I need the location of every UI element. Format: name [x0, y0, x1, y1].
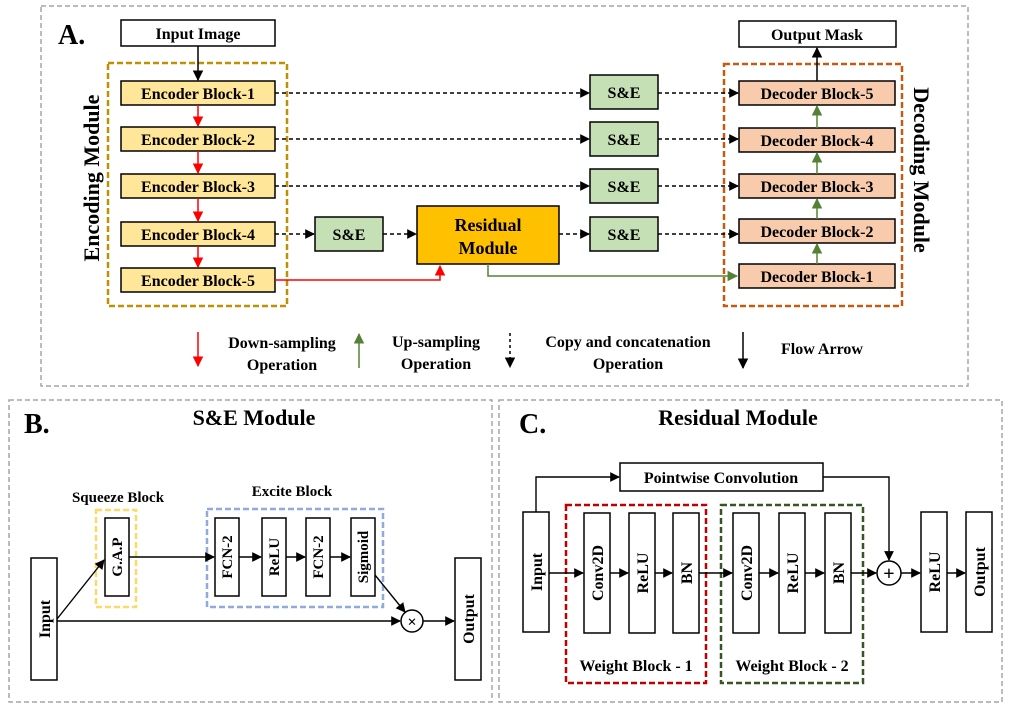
se-box-encoder4-label: S&E — [333, 227, 366, 244]
decoder-block-1-label: Decoder Block-1 — [760, 269, 873, 286]
decoder-block-2-label: Decoder Block-2 — [760, 224, 873, 241]
se-box-3-label: S&E — [608, 179, 641, 196]
panel-c-title: Residual Module — [658, 405, 818, 430]
fcn1-box — [214, 517, 240, 597]
panel-b-title: S&E Module — [193, 405, 316, 430]
legend-up-line2: Operation — [401, 356, 471, 373]
res-input-box — [522, 511, 550, 633]
wb1-conv2d-box — [583, 512, 611, 634]
se-box-4-label: S&E — [608, 227, 641, 244]
wb1-relu-box — [628, 512, 656, 634]
sigmoid-box — [350, 517, 376, 597]
wb2-relu-label: ReLU — [785, 552, 802, 593]
weight-block-1-label: Weight Block - 1 — [579, 658, 692, 675]
panel-c-frame — [498, 399, 1003, 703]
residual-module-line1: Residual — [454, 215, 521, 235]
wb2-conv2d-label: Conv2D — [739, 545, 756, 601]
res-input-label: Input — [529, 552, 546, 591]
encoder-block-5-label: Encoder Block-5 — [141, 273, 255, 290]
res-arrow-input-to-pointwise — [535, 472, 620, 512]
se-arrow-input-to-gap — [56, 559, 105, 620]
se-box-encoder4 — [314, 216, 384, 252]
decoder-block-1 — [738, 263, 896, 289]
se-box-3 — [589, 168, 659, 204]
panel-a-frame — [40, 5, 969, 387]
fcn2-label: FCN-2 — [311, 535, 327, 578]
legend-down-line2: Operation — [247, 357, 317, 374]
legend-up-line1: Up-sampling — [392, 334, 480, 351]
decoder-block-5-label: Decoder Block-5 — [760, 86, 873, 103]
relu-label-b: ReLU — [267, 538, 283, 576]
encoder-block-5 — [120, 267, 276, 293]
encoder-block-1 — [120, 80, 276, 106]
squeeze-block-label: Squeeze Block — [72, 490, 165, 506]
res-arrow-pointwise-to-add — [823, 476, 894, 561]
fcn2-box — [305, 517, 331, 597]
output-mask-box — [738, 20, 897, 48]
fcn1-label: FCN-2 — [220, 535, 236, 578]
se-box-2 — [589, 121, 659, 157]
wb1-bn-label: BN — [679, 561, 696, 584]
se-box-2-label: S&E — [608, 132, 641, 149]
panel-b-letter: B. — [24, 409, 50, 440]
weight-block-2-frame — [719, 503, 865, 685]
decoding-module-frame — [722, 62, 904, 308]
residual-module-box — [416, 205, 560, 265]
res-output-box — [965, 511, 993, 633]
se-output-box — [454, 557, 482, 681]
legend-copy-line2: Operation — [593, 356, 663, 373]
res-relu-label: ReLU — [927, 551, 944, 592]
res-output-label: Output — [972, 546, 989, 596]
residual-module-line2: Module — [458, 238, 517, 258]
weight-block-1-frame — [564, 503, 708, 685]
wb2-bn-label: BN — [831, 561, 848, 584]
se-box-1-label: S&E — [608, 85, 641, 102]
up-arrow-residual-to-dec1 — [487, 264, 739, 282]
se-box-4 — [589, 216, 659, 252]
panel-a-letter: A. — [58, 20, 85, 51]
res-relu-box — [920, 511, 948, 633]
wb1-conv2d-label: Conv2D — [590, 545, 607, 601]
excite-block-label: Excite Block — [252, 484, 333, 500]
encoding-module-label: Encoding Module — [79, 94, 104, 261]
decoder-block-4-label: Decoder Block-4 — [760, 133, 873, 150]
pointwise-conv-label: Pointwise Convolution — [644, 470, 798, 487]
legend-copy-line1: Copy and concatenation — [545, 334, 710, 351]
wb1-relu-label: ReLU — [635, 552, 652, 593]
decoder-block-2 — [738, 218, 896, 244]
gap-label: G.A.P — [110, 537, 126, 576]
encoder-block-1-label: Encoder Block-1 — [141, 86, 255, 103]
encoding-module-frame — [106, 61, 289, 308]
decoder-block-5 — [738, 80, 896, 106]
se-input-box — [30, 557, 58, 681]
se-box-1 — [589, 74, 659, 110]
multiply-symbol: × — [407, 614, 416, 631]
panel-c-letter: C. — [519, 409, 546, 440]
se-output-label: Output — [461, 593, 478, 643]
down-arrow-enc5-to-residual — [275, 264, 446, 281]
squeeze-block-frame — [94, 508, 138, 609]
legend-flow-label: Flow Arrow — [781, 341, 863, 358]
pointwise-conv-box — [619, 462, 824, 492]
encoder-block-4-label: Encoder Block-4 — [141, 227, 255, 244]
se-arrow-sigmoid-to-multiply — [374, 574, 406, 613]
add-symbol: + — [883, 563, 894, 585]
decoder-block-3-label: Decoder Block-3 — [760, 179, 873, 196]
panel-b-frame — [8, 399, 493, 703]
sigmoid-label: Sigmoid — [356, 530, 372, 583]
se-input-label: Input — [37, 599, 54, 638]
wb2-conv2d-box — [732, 512, 760, 634]
input-image-label: Input Image — [156, 26, 241, 43]
legend-down-line1: Down-sampling — [228, 335, 336, 352]
output-mask-label: Output Mask — [771, 27, 863, 44]
decoding-module-label: Decoding Module — [909, 87, 934, 253]
encoder-block-2-label: Encoder Block-2 — [141, 132, 255, 149]
weight-block-2-label: Weight Block - 2 — [735, 658, 848, 675]
encoder-block-3-label: Encoder Block-3 — [141, 179, 255, 196]
